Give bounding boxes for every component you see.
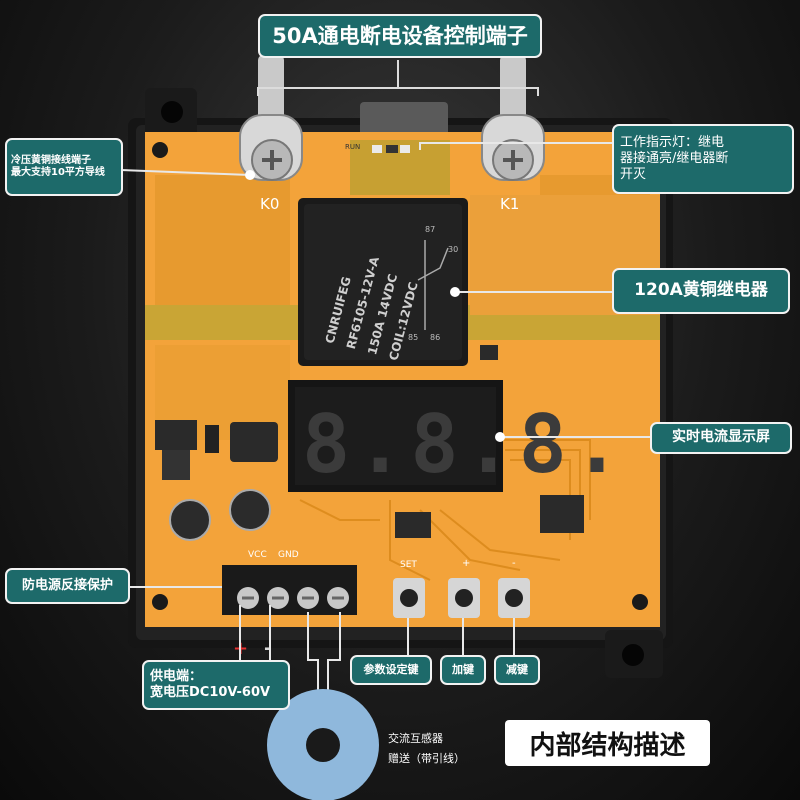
callout-display: 实时电流显示屏 [650,422,792,454]
leader-lines [119,142,650,660]
callout-control-terminal: 50A通电断电设备控制端子 [258,14,542,58]
transformer-caption-line1: 交流互感器 [388,732,443,745]
relay-pin-87: 87 [425,225,435,234]
callout-indicator-line3: 开灭 [620,167,647,183]
transformer-caption-line2: 赠送（带引线） [388,752,465,765]
callout-power-line2: 宽电压DC10V-60V [150,685,271,700]
relay: CNRUIFEG RF6105-12V-A 150A 14VDC COIL:12… [298,198,468,366]
callout-power-line1: 供电端： [150,668,203,684]
callout-plus-key: 加键 [440,655,486,685]
display-digits: 8.8.8. [302,398,627,491]
callout-relay: 120A黄铜继电器 [612,268,790,314]
minus-label: - [512,558,516,569]
leader-dots [245,170,505,442]
callout-indicator-line1: 工作指示灯：继电 [620,134,725,150]
board-components [155,345,584,541]
terminal-connectors [239,55,545,181]
callout-indicator: 工作指示灯：继电 器接通亮/继电器断 开灭 [612,124,794,194]
callout-power: 供电端： 宽电压DC10V-60V [142,660,290,710]
gnd-label: GND [278,550,299,560]
vcc-label: VCC [248,550,267,560]
run-label: RUN [345,143,361,151]
callout-crimp-terminal: 冷压黄铜接线端子 最大支持10平方导线 [5,138,123,196]
terminal-k0-label: K0 [260,195,280,213]
relay-pin-86: 86 [430,333,440,342]
run-indicator-led [372,145,410,153]
footer-title-text: 内部结构描述 [529,730,686,761]
callout-crimp-terminal-line2: 最大支持10平方导线 [11,167,105,178]
plus-label: + [462,558,471,569]
terminal-k1-label: K1 [500,195,520,213]
seven-segment-display: 8.8.8. [288,380,627,492]
current-transformer [267,612,379,800]
callout-crimp-terminal-line1: 冷压黄铜接线端子 [11,154,91,166]
callout-minus-key: 减键 [494,655,540,685]
polarity-minus: - [264,638,271,659]
tactile-buttons [393,578,530,618]
power-terminal-block [222,565,357,615]
relay-pin-85: 85 [408,333,418,342]
relay-pin-30: 30 [448,245,458,254]
callout-reverse-protect: 防电源反接保护 [5,568,130,604]
callout-indicator-line2: 器接通亮/继电器断 [620,150,729,166]
footer-title: 内部结构描述 [505,720,710,766]
set-label: SET [400,560,417,570]
callout-set-key: 参数设定键 [350,655,432,685]
